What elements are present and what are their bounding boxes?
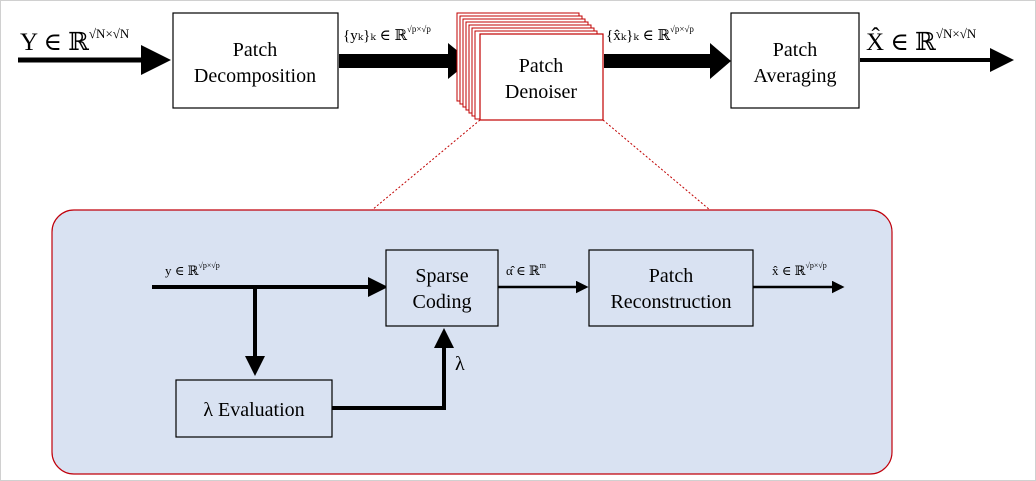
patch-reconstruction-label-2: Reconstruction xyxy=(610,291,731,313)
patch-averaging-label-2: Averaging xyxy=(754,65,837,87)
zoom-line-right xyxy=(602,119,711,211)
patch-averaging-label: Patch xyxy=(773,39,817,61)
lambda-evaluation-box xyxy=(175,379,333,438)
patch-decomposition-label-2: Decomposition xyxy=(194,65,316,87)
y-label: y ∈ ℝ√p×√p xyxy=(165,261,220,278)
patch-denoiser-label: Patch xyxy=(519,55,563,77)
patch-denoiser-label-2: Denoiser xyxy=(505,81,578,103)
denoiser-detail-panel: y ∈ ℝ√p×√p Sparse Coding α̂ ∈ ℝm Patch R… xyxy=(51,209,893,475)
decomp-to-denoiser-arrow xyxy=(339,43,470,79)
yk-label: {yₖ}ₖ ∈ ℝ√p×√p xyxy=(343,24,431,44)
patch-denoiser-stack: Patch Denoiser xyxy=(456,12,604,121)
sparse-coding-label-2: Coding xyxy=(413,291,472,313)
patch-denoiser-box xyxy=(479,33,604,121)
sparse-coding-label: Sparse xyxy=(415,265,468,287)
xhat-label: x̂ ∈ ℝ√p×√p xyxy=(772,261,827,278)
sparse-coding-box xyxy=(385,249,499,327)
lambda-label: λ xyxy=(455,353,465,375)
input-label: Y ∈ ℝ√N×√N xyxy=(20,26,130,56)
patch-reconstruction-label: Patch xyxy=(649,265,693,287)
lambda-evaluation-label: λ Evaluation xyxy=(203,399,304,421)
patch-decomposition-label: Patch xyxy=(233,39,277,61)
denoiser-to-averaging-arrow xyxy=(604,43,731,79)
alpha-label: α̂ ∈ ℝm xyxy=(506,261,547,278)
lambda-feedback-arrow xyxy=(332,328,454,410)
patch-reconstruction-box xyxy=(588,249,754,327)
zoom-line-left xyxy=(371,119,481,211)
xk-label: {x̂ₖ}ₖ ∈ ℝ√p×√p xyxy=(606,24,694,44)
top-pipeline: Y ∈ ℝ√N×√N Patch Decomposition {yₖ}ₖ ∈ ℝ… xyxy=(18,12,1014,121)
patch-averaging-box xyxy=(730,12,860,109)
patch-decomposition-box xyxy=(172,12,339,109)
output-label: X̂ ∈ ℝ√N×√N xyxy=(866,26,977,56)
